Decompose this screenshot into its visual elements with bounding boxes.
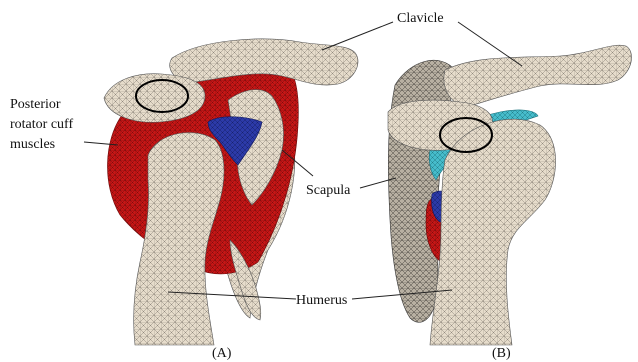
clavicle-b [444,45,632,106]
humerus-b [430,119,556,345]
caption-b: (B) [492,346,511,361]
caption-a: (A) [212,346,232,361]
label-posterior-line1: Posterior [10,97,61,112]
panel-b-model [388,45,632,345]
label-clavicle: Clavicle [397,11,444,26]
label-humerus: Humerus [296,293,347,308]
label-scapula: Scapula [306,183,351,198]
label-posterior-line2: rotator cuff [10,117,73,132]
label-posterior-line3: muscles [10,137,55,152]
leader-clavicle-a [322,22,393,50]
